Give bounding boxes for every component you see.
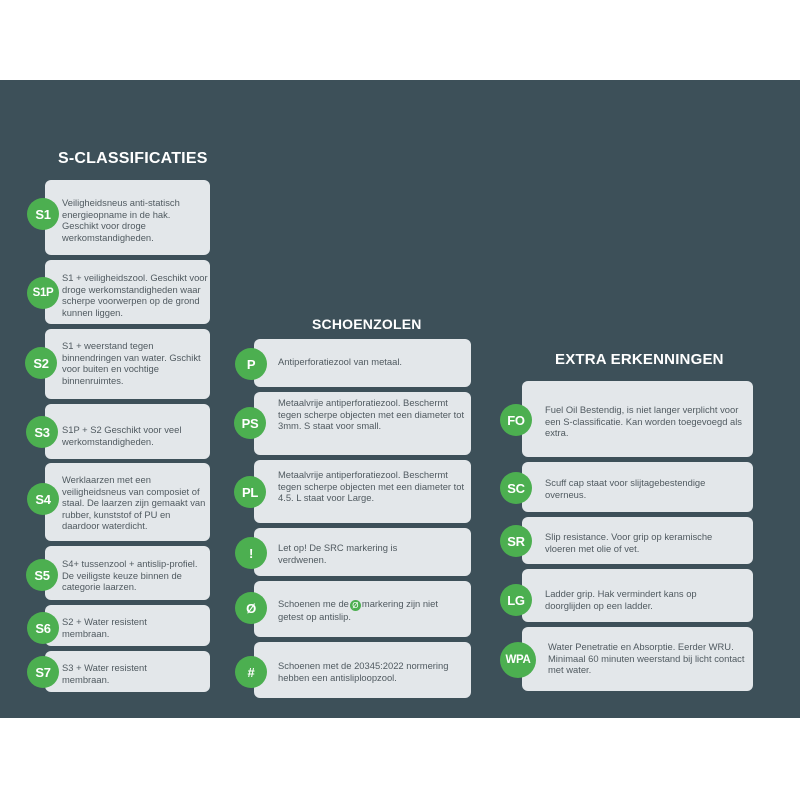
no-slip-inline-icon: Ø	[349, 600, 361, 611]
sr-card	[522, 517, 753, 564]
s1p-description: S1 + veiligheidszool. Geschikt voor drog…	[62, 272, 208, 318]
heading-s-classificaties: S-CLASSIFICATIES	[58, 150, 208, 167]
s1p-badge: S1P	[27, 277, 59, 309]
s1-description: Veiligheidsneus anti-statisch energieopn…	[62, 197, 180, 243]
warning-badge: !	[235, 537, 267, 569]
no-slip-badge: Ø	[235, 592, 267, 624]
s1p-card	[45, 260, 210, 324]
fo-description: Fuel Oil Bestendig, is niet langer verpl…	[545, 404, 742, 439]
ps-badge: PS	[234, 407, 266, 439]
sc-badge: SC	[500, 472, 532, 504]
s1-card	[45, 180, 210, 255]
s4-card	[45, 463, 210, 541]
sc-card	[522, 462, 753, 512]
p-card	[254, 339, 471, 387]
s2-description: S1 + weerstand tegen binnendringen van w…	[62, 340, 201, 386]
ps-card	[254, 392, 471, 455]
norm-badge: #	[235, 656, 267, 688]
s2-card	[45, 329, 210, 399]
s7-description: S3 + Water resistent membraan.	[62, 662, 147, 685]
s7-badge: S7	[27, 656, 59, 688]
s1-badge: S1	[27, 198, 59, 230]
sr-badge: SR	[500, 525, 532, 557]
heading-extra-erkenningen: EXTRA ERKENNINGEN	[555, 351, 724, 368]
s6-card	[45, 605, 210, 646]
lg-description: Ladder grip. Hak vermindert kans op door…	[545, 588, 697, 611]
s3-badge: S3	[26, 416, 58, 448]
norm-card	[254, 642, 471, 698]
fo-card	[522, 381, 753, 457]
wpa-card	[522, 627, 753, 691]
lg-badge: LG	[500, 584, 532, 616]
fo-badge: FO	[500, 404, 532, 436]
sr-description: Slip resistance. Voor grip op keramische…	[545, 531, 713, 554]
s3-card	[45, 404, 210, 459]
pl-badge: PL	[234, 476, 266, 508]
pl-description: Metaalvrije antiperforatiezool. Bescherm…	[278, 469, 465, 504]
wpa-badge: WPA	[500, 642, 536, 678]
s5-description: S4+ tussenzool + antislip-profiel. De ve…	[62, 558, 198, 593]
warning-description: Let op! De SRC markering is verdwenen.	[278, 542, 398, 565]
no-slip-text-before: Schoenen me de	[278, 598, 349, 609]
ps-description: Metaalvrije antiperforatiezool. Bescherm…	[278, 397, 465, 432]
pl-card	[254, 460, 471, 523]
s6-badge: S6	[27, 612, 59, 644]
s2-badge: S2	[25, 347, 57, 379]
sc-description: Scuff cap staat voor slijtagebestendige …	[545, 477, 706, 500]
warning-card	[254, 528, 471, 576]
s5-badge: S5	[26, 559, 58, 591]
p-description: Antiperforatiezool van metaal.	[278, 356, 403, 367]
p-badge: P	[235, 348, 267, 380]
s6-description: S2 + Water resistent membraan.	[62, 616, 147, 639]
no-slip-card	[254, 581, 471, 637]
wpa-description: Water Penetratie en Absorptie. Eerder WR…	[548, 641, 745, 676]
lg-card	[522, 569, 753, 622]
s4-badge: S4	[27, 483, 59, 515]
s7-card	[45, 651, 210, 692]
norm-description: Schoenen met de 20345:2022 normering heb…	[278, 660, 449, 683]
s3-description: S1P + S2 Geschikt voor veel werkomstandi…	[62, 424, 182, 447]
s5-card	[45, 546, 210, 600]
no-slip-text-after: markering zijn niet getest op antislip.	[278, 598, 438, 622]
heading-schoenzolen: SCHOENZOLEN	[312, 316, 422, 332]
s4-description: Werklaarzen met een veiligheidsneus van …	[62, 474, 206, 532]
